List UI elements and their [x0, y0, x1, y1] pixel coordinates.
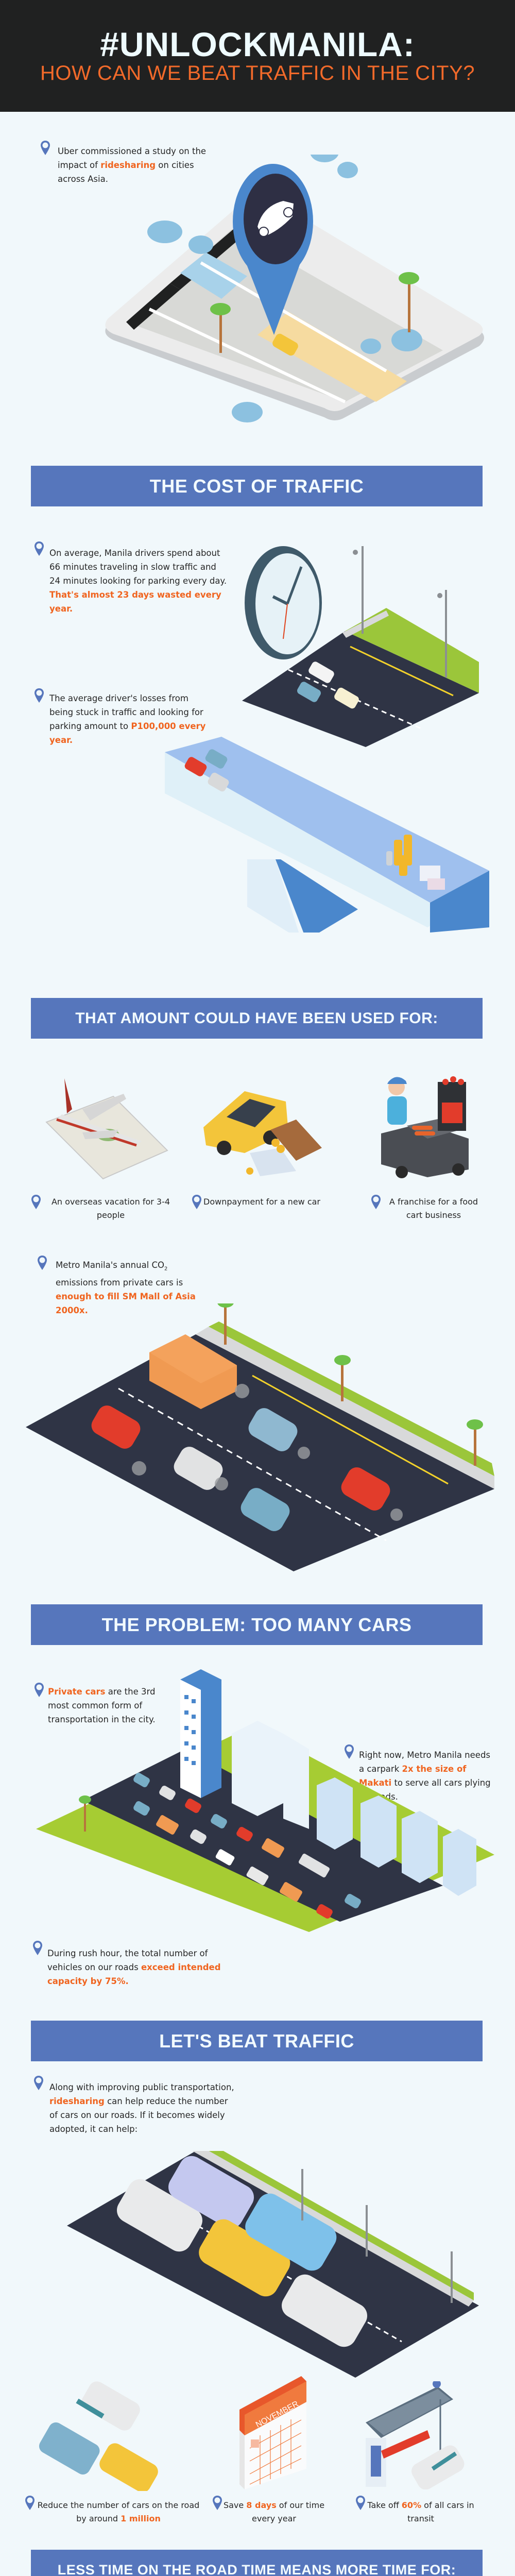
airplane-map-icon	[45, 1078, 168, 1180]
location-pin-icon	[37, 1255, 47, 1270]
intro-text: Uber commissioned a study on the impact …	[58, 146, 207, 184]
section-heading-more-time: LESS TIME ON THE ROAD TIME MEANS MORE TI…	[31, 2550, 483, 2576]
location-pin-icon	[31, 1194, 41, 1210]
section-heading-beat: LET'S BEAT TRAFFIC	[31, 2021, 483, 2061]
location-pin-icon	[34, 541, 44, 556]
ridesharing-cars-road-icon	[67, 2151, 479, 2378]
cost-fact-money: The average driver's losses from being s…	[49, 693, 206, 745]
car-wallet-icon	[203, 1091, 322, 1176]
beat-intro-text: Along with improving public transportati…	[49, 2082, 234, 2134]
location-pin-icon	[212, 2495, 222, 2511]
location-pin-icon	[371, 1194, 381, 1210]
amount-item-vacation: An overseas vacation for 3-4 people	[51, 1197, 170, 1220]
section-heading-cost: THE COST OF TRAFFIC	[31, 466, 483, 506]
hotdog-cart-icon	[381, 1076, 469, 1178]
problem-fact-private-cars: Private cars are the 3rd most common for…	[48, 1687, 156, 1724]
smartphone-map-with-uber-pin-icon	[105, 155, 484, 422]
seesaw-cars-vs-money-icon	[165, 737, 489, 933]
subtitle: HOW CAN WE BEAT TRAFFIC IN THE CITY?	[40, 62, 475, 84]
congested-road-emissions-icon	[26, 1303, 494, 1571]
location-pin-icon	[192, 1194, 202, 1210]
problem-fact-capacity: During rush hour, the total number of ve…	[47, 1948, 221, 1986]
beat-item-save-days: Save 8 days of our time every year	[223, 2500, 325, 2523]
calendar-icon: NOVEMBER	[239, 2376, 306, 2489]
bus-stop-icon	[366, 2381, 465, 2489]
cost-fact-time: On average, Manila drivers spend about 6…	[49, 548, 227, 614]
section-heading-amount: THAT AMOUNT COULD HAVE BEEN USED FOR:	[31, 998, 483, 1039]
location-pin-icon	[25, 2495, 35, 2511]
location-pin-icon	[34, 688, 44, 703]
clock-traffic-road-icon	[242, 546, 479, 747]
beat-item-reduce-cars: Reduce the number of cars on the road by…	[37, 2500, 200, 2523]
beat-item-take-off: Take off 60% of all cars in transit	[367, 2500, 474, 2523]
location-pin-icon	[355, 2495, 366, 2511]
amount-item-car: Downpayment for a new car	[203, 1197, 321, 1207]
co2-fact: Metro Manila's annual CO2 emissions from…	[56, 1260, 196, 1316]
cars-icon	[39, 2381, 158, 2491]
city-traffic-jam-icon	[36, 1669, 494, 1932]
highlight-ridesharing: ridesharing	[100, 160, 156, 170]
amount-item-food-cart: A franchise for a food cart business	[389, 1197, 478, 1220]
location-pin-icon	[40, 140, 50, 156]
title-banner	[0, 0, 515, 112]
section-heading-problem: THE PROBLEM: TOO MANY CARS	[31, 1604, 483, 1645]
main-title: #UNLOCKMANILA:	[100, 25, 415, 63]
location-pin-icon	[33, 2075, 44, 2091]
location-pin-icon	[32, 1940, 43, 1956]
problem-fact-carpark: Right now, Metro Manila needs a carpark …	[359, 1750, 491, 1802]
